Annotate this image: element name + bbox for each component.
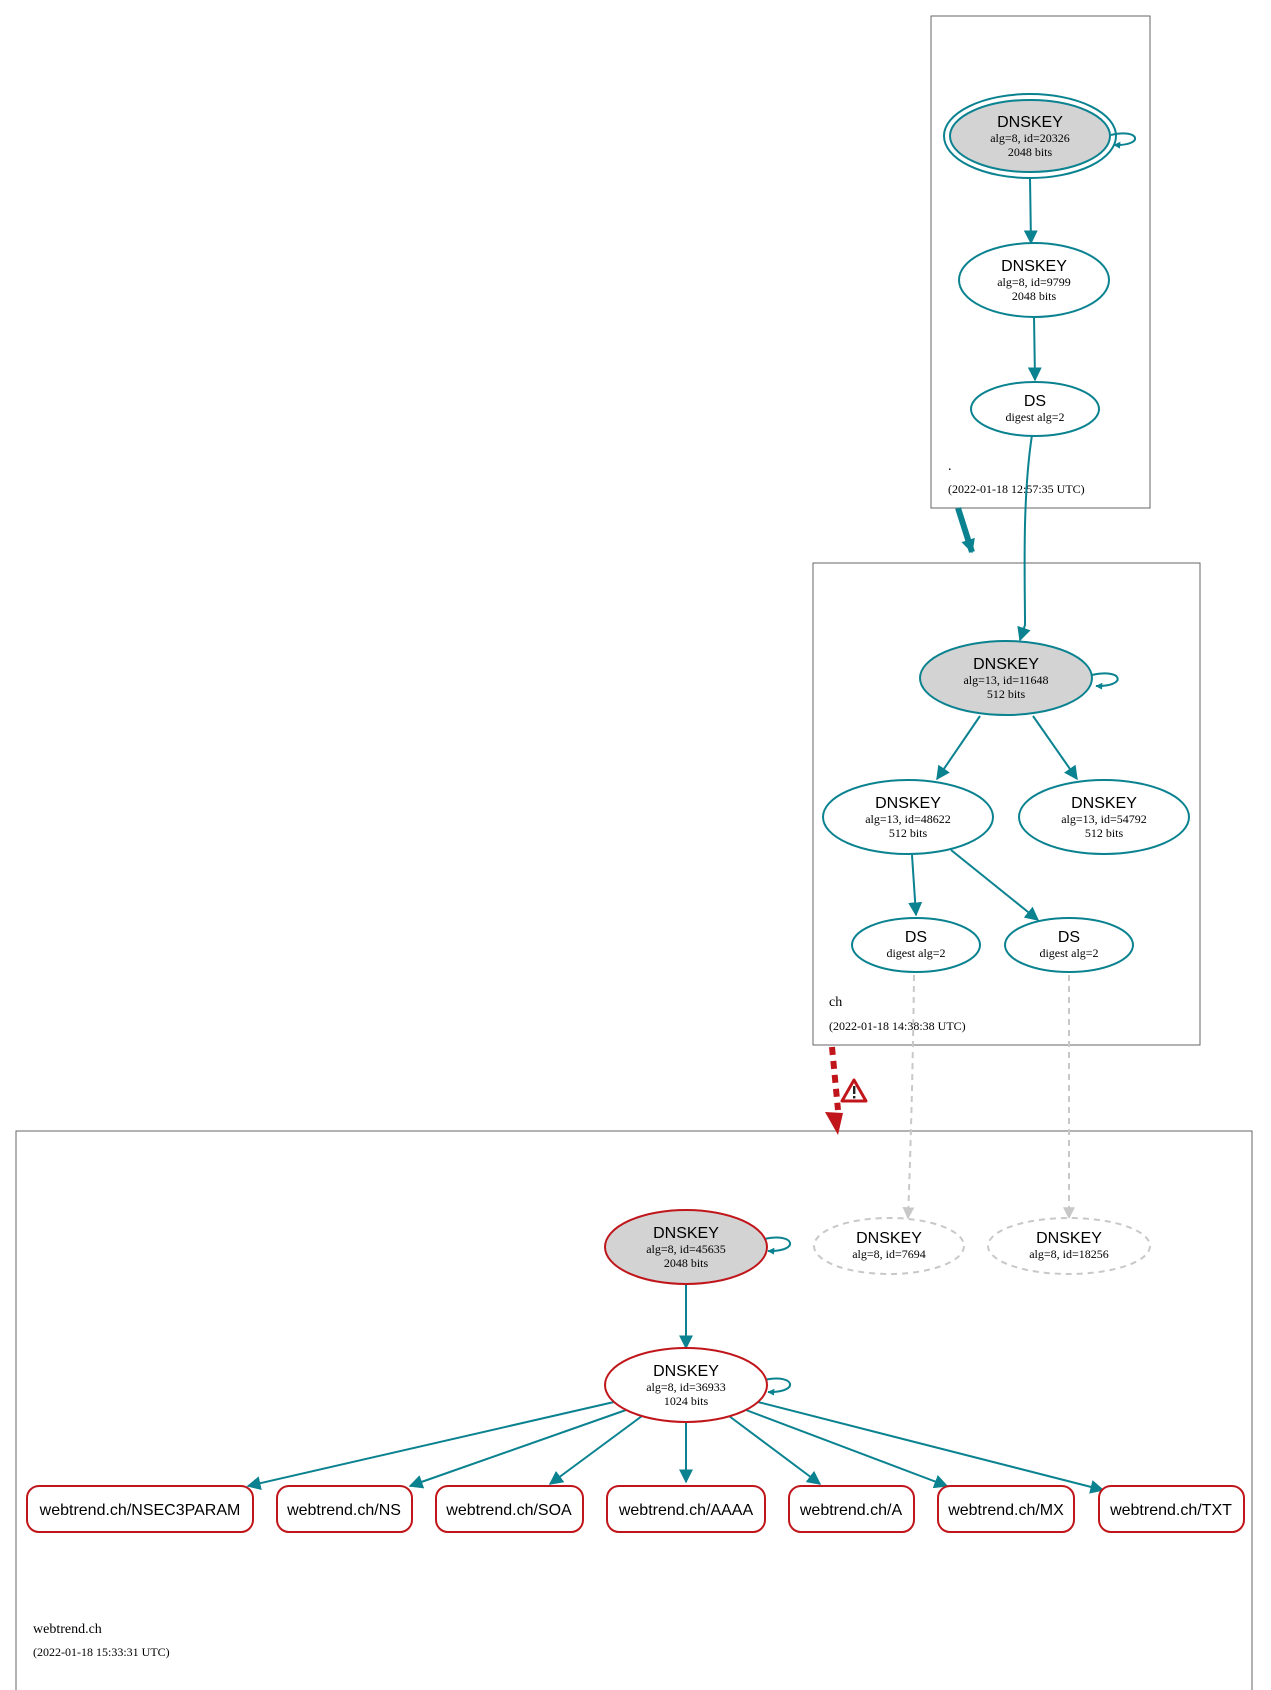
rrset-soa-label: webtrend.ch/SOA xyxy=(445,1502,572,1519)
rrset-txt-label: webtrend.ch/TXT xyxy=(1109,1502,1232,1519)
rrset-mx-label: webtrend.ch/MX xyxy=(947,1502,1064,1519)
rrset-txt[interactable]: webtrend.ch/TXT xyxy=(1098,1485,1245,1533)
edge-ch-zsk1-to-ds2 xyxy=(950,849,1040,921)
node-root-ksk-line1: alg=8, id=20326 xyxy=(990,131,1070,145)
node-ch-ds1-line1: digest alg=2 xyxy=(886,946,945,960)
zone-root-box xyxy=(930,15,1151,509)
edge-wt-zsk-to-a xyxy=(728,1415,822,1485)
rrset-ns[interactable]: webtrend.ch/NS xyxy=(276,1485,413,1533)
node-wt-missing2[interactable]: DNSKEY alg=8, id=18256 xyxy=(987,1217,1151,1275)
node-ch-ds1[interactable]: DS digest alg=2 xyxy=(851,917,981,973)
node-wt-zsk-line1: alg=8, id=36933 xyxy=(646,1380,726,1394)
edge-ch-ksk-self xyxy=(1091,672,1119,690)
edge-delegation-ch-webtrend xyxy=(829,1046,841,1111)
node-wt-ksk-line1: alg=8, id=45635 xyxy=(646,1242,726,1256)
rrset-nsec3param[interactable]: webtrend.ch/NSEC3PARAM xyxy=(26,1485,254,1533)
edge-ch-ksk-to-zsk1 xyxy=(936,715,981,781)
rrset-mx[interactable]: webtrend.ch/MX xyxy=(937,1485,1075,1533)
edge-wt-zsk-to-ns xyxy=(408,1409,627,1489)
rrset-ns-label: webtrend.ch/NS xyxy=(286,1502,401,1519)
node-ch-ds2-line1: digest alg=2 xyxy=(1039,946,1098,960)
rrset-list: webtrend.ch/NSEC3PARAM webtrend.ch/NS we… xyxy=(26,1485,1245,1533)
node-ch-zsk2-line2: 512 bits xyxy=(1085,826,1124,840)
edge-wt-zsk-self xyxy=(763,1377,791,1396)
node-ch-ksk-line2: 512 bits xyxy=(987,687,1026,701)
edge-wt-ksk-self xyxy=(763,1236,791,1255)
node-root-zsk[interactable]: DNSKEY alg=8, id=9799 2048 bits xyxy=(958,242,1110,318)
edge-wt-zsk-to-txt xyxy=(757,1401,1105,1494)
edge-ch-zsk1-to-ds1 xyxy=(908,854,923,917)
node-wt-zsk-title: DNSKEY xyxy=(653,1363,719,1380)
node-root-ksk-title: DNSKEY xyxy=(997,114,1063,131)
edge-root-ds-to-ch-ksk xyxy=(1017,434,1033,642)
rrset-nsec3param-label: webtrend.ch/NSEC3PARAM xyxy=(39,1502,241,1519)
edge-delegation-arrowhead xyxy=(825,1112,843,1135)
node-ch-zsk1-title: DNSKEY xyxy=(875,795,941,812)
edge-root-zsk-to-ds xyxy=(1027,315,1042,382)
node-wt-ksk-line2: 2048 bits xyxy=(664,1256,709,1270)
node-root-zsk-line1: alg=8, id=9799 xyxy=(997,275,1071,289)
node-wt-missing2-title: DNSKEY xyxy=(1036,1230,1102,1247)
rrset-a[interactable]: webtrend.ch/A xyxy=(788,1485,915,1533)
node-wt-missing1-line1: alg=8, id=7694 xyxy=(852,1247,926,1261)
node-ch-ksk[interactable]: DNSKEY alg=13, id=11648 512 bits xyxy=(919,640,1093,716)
zone-ch-box xyxy=(812,562,1201,1046)
node-ch-zsk1-line1: alg=13, id=48622 xyxy=(865,812,951,826)
node-ch-zsk1-line2: 512 bits xyxy=(889,826,928,840)
edge-delegation-root-ch xyxy=(955,507,975,554)
warning-triangle-icon xyxy=(840,1078,868,1103)
node-root-ksk[interactable]: DNSKEY alg=8, id=20326 2048 bits xyxy=(943,93,1117,179)
edge-wt-zsk-to-soa xyxy=(548,1415,643,1485)
node-root-zsk-line2: 2048 bits xyxy=(1012,289,1057,303)
node-ch-zsk2-title: DNSKEY xyxy=(1071,795,1137,812)
zone-root: . (2022-01-18 12:57:35 UTC) xyxy=(930,15,1151,509)
rrset-a-label: webtrend.ch/A xyxy=(799,1502,903,1519)
zone-webtrend-name: webtrend.ch xyxy=(33,1622,102,1637)
zone-webtrend-box xyxy=(15,1130,1253,1690)
node-wt-ksk[interactable]: DNSKEY alg=8, id=45635 2048 bits xyxy=(604,1209,768,1285)
edge-ch-ksk-to-zsk2 xyxy=(1032,715,1078,781)
edge-wt-zsk-to-mx xyxy=(745,1409,949,1489)
edges xyxy=(246,132,1137,1494)
node-root-ds[interactable]: DS digest alg=2 xyxy=(970,381,1100,437)
node-ch-zsk2-line1: alg=13, id=54792 xyxy=(1061,812,1147,826)
edge-ch-ds1-to-missing1 xyxy=(902,974,915,1220)
zone-ch-name: ch xyxy=(829,995,842,1010)
edge-root-ksk-self xyxy=(1110,132,1137,149)
node-wt-missing1[interactable]: DNSKEY alg=8, id=7694 xyxy=(813,1217,965,1275)
node-ch-ds2[interactable]: DS digest alg=2 xyxy=(1004,917,1134,973)
node-root-ds-line1: digest alg=2 xyxy=(1005,410,1064,424)
node-wt-zsk[interactable]: DNSKEY alg=8, id=36933 1024 bits xyxy=(604,1347,768,1423)
node-ch-ds1-title: DS xyxy=(905,929,927,946)
node-wt-zsk-line2: 1024 bits xyxy=(664,1394,709,1408)
node-ch-zsk1[interactable]: DNSKEY alg=13, id=48622 512 bits xyxy=(822,779,994,855)
edge-wt-zsk-to-nsec3param xyxy=(246,1401,615,1491)
node-wt-ksk-title: DNSKEY xyxy=(653,1225,719,1242)
edge-root-ksk-to-zsk xyxy=(1023,177,1038,245)
node-ch-zsk2[interactable]: DNSKEY alg=13, id=54792 512 bits xyxy=(1018,779,1190,855)
rrset-aaaa[interactable]: webtrend.ch/AAAA xyxy=(606,1485,766,1533)
node-root-zsk-title: DNSKEY xyxy=(1001,258,1067,275)
zone-ch-timestamp: (2022-01-18 14:38:38 UTC) xyxy=(829,1019,966,1033)
rrset-aaaa-label: webtrend.ch/AAAA xyxy=(618,1502,754,1519)
rrset-soa[interactable]: webtrend.ch/SOA xyxy=(435,1485,584,1533)
zone-webtrend-timestamp: (2022-01-18 15:33:31 UTC) xyxy=(33,1645,170,1659)
zone-webtrend: webtrend.ch (2022-01-18 15:33:31 UTC) xyxy=(15,1130,1253,1690)
zone-root-timestamp: (2022-01-18 12:57:35 UTC) xyxy=(948,482,1085,496)
node-wt-missing1-title: DNSKEY xyxy=(856,1230,922,1247)
node-root-ksk-line2: 2048 bits xyxy=(1008,145,1053,159)
node-root-ds-title: DS xyxy=(1024,393,1046,410)
zone-root-name: . xyxy=(948,459,952,474)
node-ch-ksk-title: DNSKEY xyxy=(973,656,1039,673)
node-ch-ds2-title: DS xyxy=(1058,929,1080,946)
node-ch-ksk-line1: alg=13, id=11648 xyxy=(963,673,1048,687)
zone-ch: ch (2022-01-18 14:38:38 UTC) xyxy=(812,562,1201,1046)
node-wt-missing2-line1: alg=8, id=18256 xyxy=(1029,1247,1109,1261)
